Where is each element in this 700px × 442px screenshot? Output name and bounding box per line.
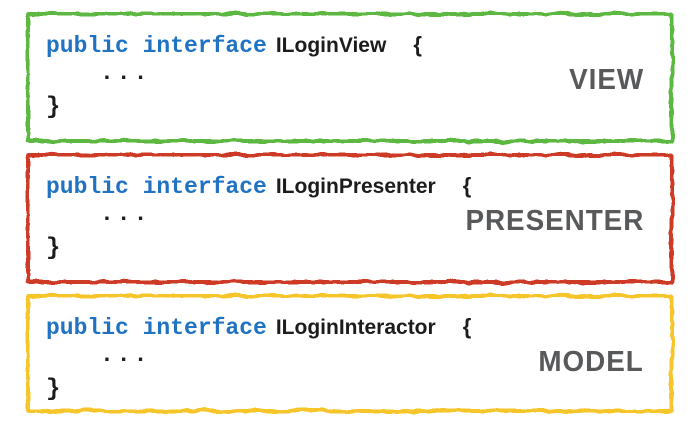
- keyword-text: public interface: [46, 174, 267, 200]
- open-brace: {: [462, 173, 472, 198]
- code-declaration-line: public interface ILoginView {: [46, 32, 422, 59]
- layer-label-presenter: PRESENTER: [465, 205, 644, 237]
- presenter-panel: public interface ILoginPresenter { ... } P…: [26, 153, 674, 284]
- view-panel-border: [26, 12, 674, 143]
- keyword-text: public interface: [46, 315, 267, 341]
- interface-name: ILoginView: [275, 34, 387, 57]
- interface-name: ILoginInteractor: [275, 316, 436, 339]
- code-body-ellipsis: ...: [100, 60, 151, 86]
- layer-label-model: MODEL: [538, 346, 644, 378]
- code-body-ellipsis: ...: [100, 342, 151, 368]
- code-declaration-line: public interface ILoginInteractor {: [46, 314, 471, 341]
- close-brace: }: [46, 235, 61, 262]
- code-declaration-line: public interface ILoginPresenter {: [46, 173, 471, 200]
- code-body-ellipsis: ...: [100, 201, 151, 227]
- layer-label-view: VIEW: [569, 64, 644, 96]
- keyword-text: public interface: [46, 33, 267, 59]
- close-brace: }: [46, 94, 61, 121]
- interface-name: ILoginPresenter: [275, 175, 436, 198]
- open-brace: {: [462, 314, 472, 339]
- presenter-panel-border: [26, 153, 674, 284]
- model-panel-border: [26, 294, 674, 413]
- close-brace: }: [46, 376, 61, 403]
- view-panel: public interface ILoginView { ... } VIEW: [26, 12, 674, 143]
- open-brace: {: [413, 32, 422, 57]
